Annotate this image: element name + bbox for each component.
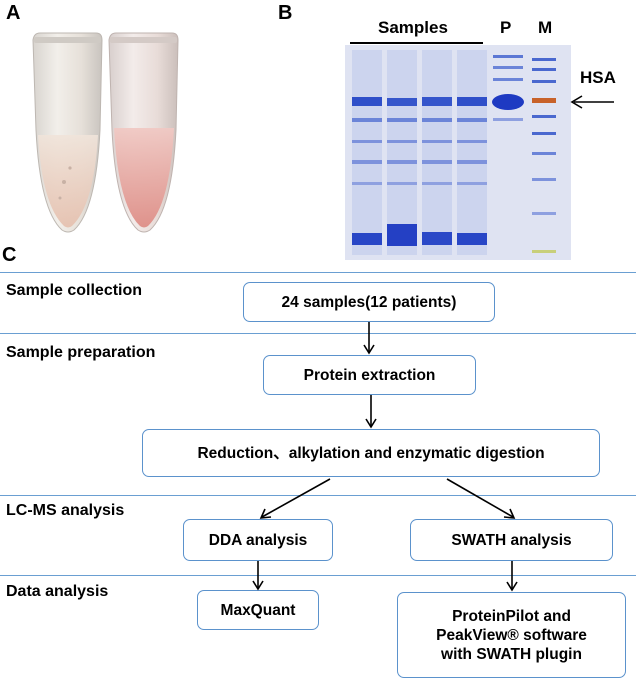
stage-divider (0, 575, 636, 576)
stage-sample-collection: Sample collection (6, 282, 143, 299)
box-dda-analysis: DDA analysis (183, 519, 333, 561)
lane-m-bands (532, 58, 556, 253)
arrow-down-icon (365, 395, 377, 429)
arrow-down-icon (252, 561, 264, 591)
stage-data-analysis: Data analysis (6, 583, 109, 600)
panel-label-a: A (6, 2, 21, 24)
box-protein-extraction: Protein extraction (263, 355, 476, 395)
arrow-diagonal-icon (446, 478, 516, 519)
box-24-samples: 24 samples(12 patients) (243, 282, 495, 322)
arrow-diagonal-icon (259, 478, 331, 519)
lane-m-label: M (538, 18, 553, 37)
sample-tube-2 (108, 32, 179, 233)
stage-divider (0, 495, 636, 496)
box-swath-analysis: SWATH analysis (410, 519, 613, 561)
hsa-label: HSA (580, 68, 616, 87)
samples-label: Samples (378, 18, 448, 37)
sample-tube-1 (32, 32, 103, 233)
stage-divider (0, 333, 636, 334)
arrow-down-icon (506, 561, 518, 592)
stage-lcms-analysis: LC-MS analysis (6, 502, 125, 519)
hsa-arrow-icon (570, 95, 614, 109)
sample-lanes (352, 50, 487, 255)
box-maxquant: MaxQuant (197, 590, 319, 630)
lane-p-bands (492, 55, 524, 121)
stage-sample-preparation: Sample preparation (6, 344, 156, 361)
box-reduction-alkylation-digestion: Reduction、alkylation and enzymatic diges… (142, 429, 600, 477)
box-proteinpilot-peakview: ProteinPilot and PeakView® software with… (397, 592, 626, 678)
panel-label-c: C (2, 244, 17, 266)
panel-label-b: B (278, 2, 293, 24)
stage-divider (0, 272, 636, 273)
arrow-down-icon (363, 322, 375, 355)
lane-p-label: P (500, 18, 512, 37)
